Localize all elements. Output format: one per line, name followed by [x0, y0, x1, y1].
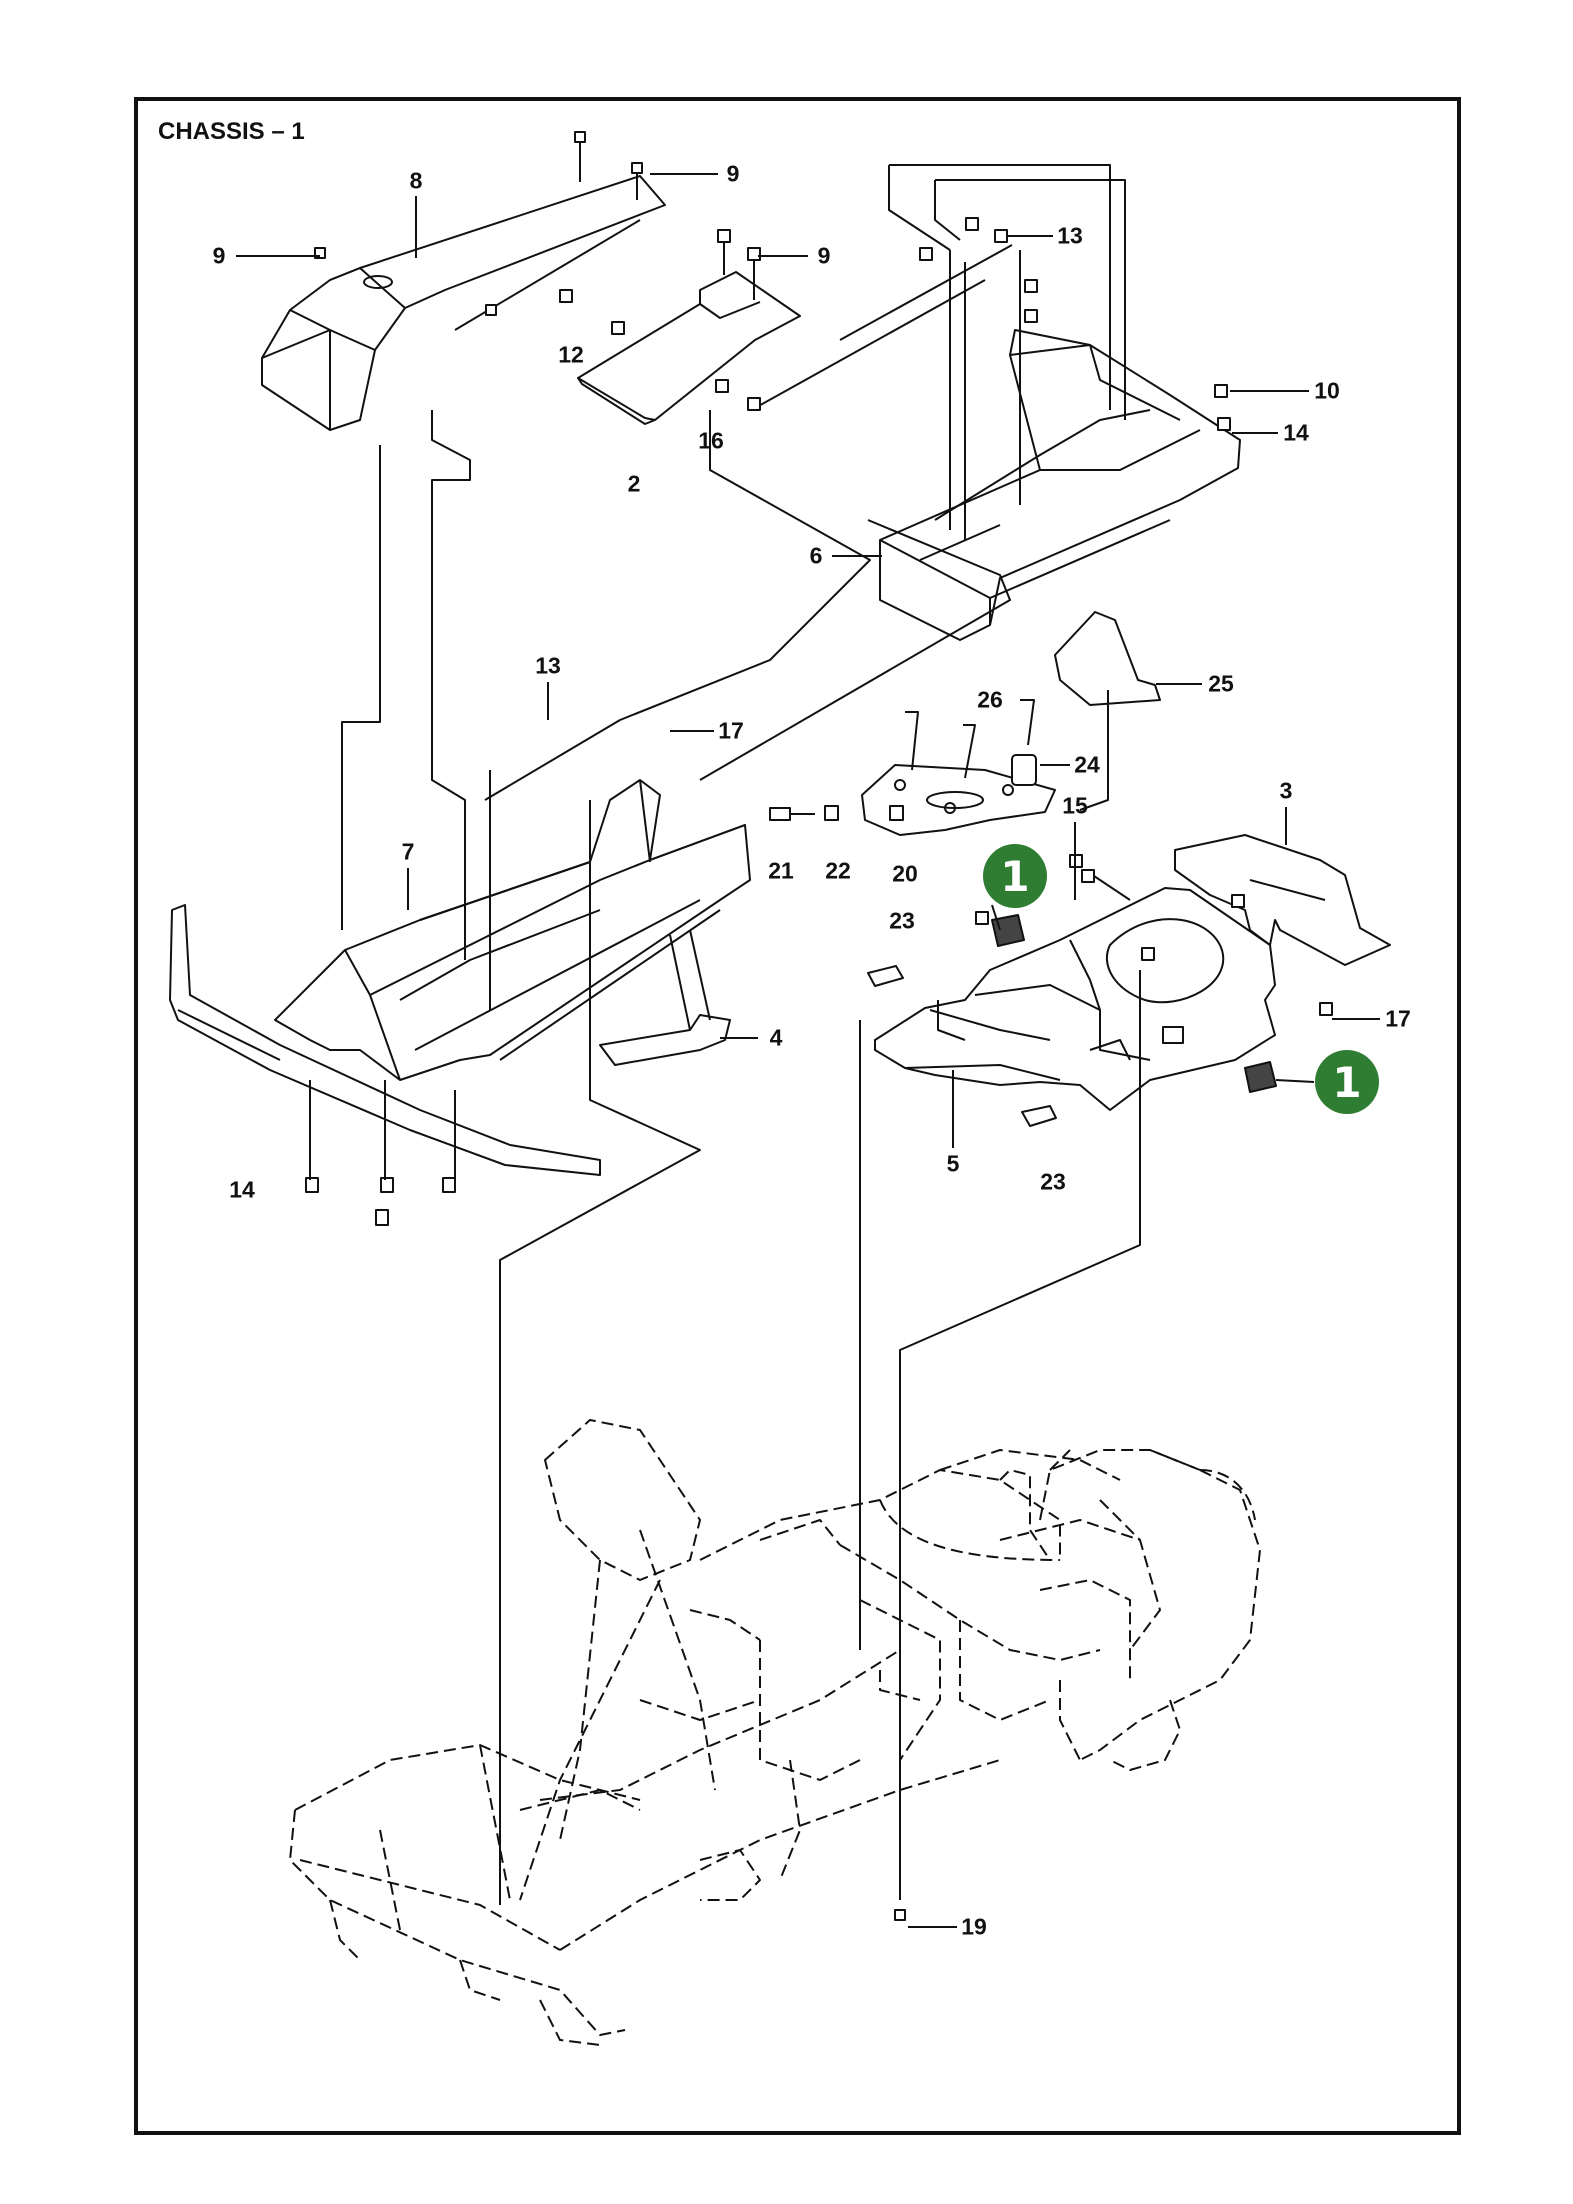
callout-21: 21	[768, 857, 794, 884]
callout-12: 12	[558, 341, 584, 368]
fasteners	[305, 131, 1333, 1921]
callout-17-upper: 17	[718, 717, 744, 744]
part-20-support-plate	[861, 699, 1056, 836]
part-1-rubber-pad-lower	[1244, 1061, 1277, 1093]
callout-4: 4	[769, 1024, 783, 1051]
callout-9-left: 9	[212, 242, 226, 269]
callout-22: 22	[825, 857, 851, 884]
callout-13-mid: 13	[535, 652, 561, 679]
leader-lines-6	[754, 164, 1126, 540]
callout-23-upper: 23	[889, 907, 915, 934]
callout-2: 2	[627, 470, 641, 497]
callout-7: 7	[401, 838, 415, 865]
part-4-bracket	[599, 929, 731, 1066]
callout-14-top: 14	[1283, 419, 1309, 446]
assembly-lines	[309, 410, 1141, 1905]
callout-10: 10	[1314, 377, 1340, 404]
callout-17-lower: 17	[1385, 1005, 1411, 1032]
callout-23-lower: 23	[1040, 1168, 1066, 1195]
callout-9-top: 9	[726, 160, 740, 187]
callout-16: 16	[698, 427, 724, 454]
part-3-shield	[1174, 834, 1391, 966]
callout-9-right: 9	[817, 242, 831, 269]
item-1-badge-upper: 1	[983, 844, 1047, 908]
callout-26: 26	[977, 686, 1003, 713]
part-6-seat-frame	[879, 329, 1241, 641]
part-1-rubber-pad-upper	[991, 914, 1025, 947]
callout-13-top: 13	[1057, 222, 1083, 249]
callout-6: 6	[809, 542, 823, 569]
callout-14-lower: 14	[229, 1176, 255, 1203]
item-1-badge-lower: 1	[1315, 1050, 1379, 1114]
callout-15: 15	[1062, 792, 1088, 819]
chassis-assembly-dashed	[289, 1419, 1261, 2046]
part-5-floor-pan	[874, 887, 1276, 1111]
callout-3: 3	[1279, 777, 1293, 804]
part-7-side-frame	[274, 779, 751, 1081]
part-23-pad-lower	[1021, 1105, 1057, 1127]
front-bumper	[169, 904, 601, 1176]
part-23-pad-upper	[867, 965, 904, 987]
part-2-plate	[577, 271, 801, 425]
part-8-top-cover	[261, 175, 666, 431]
callout-20: 20	[892, 860, 918, 887]
diagram-frame	[134, 97, 1461, 2135]
callout-24: 24	[1074, 751, 1100, 778]
part-25-bracket	[1054, 611, 1161, 706]
callout-25: 25	[1208, 670, 1234, 697]
callout-19: 19	[961, 1913, 987, 1940]
callout-8: 8	[409, 167, 423, 194]
diagram-title: CHASSIS – 1	[158, 118, 305, 145]
callout-5: 5	[946, 1150, 960, 1177]
